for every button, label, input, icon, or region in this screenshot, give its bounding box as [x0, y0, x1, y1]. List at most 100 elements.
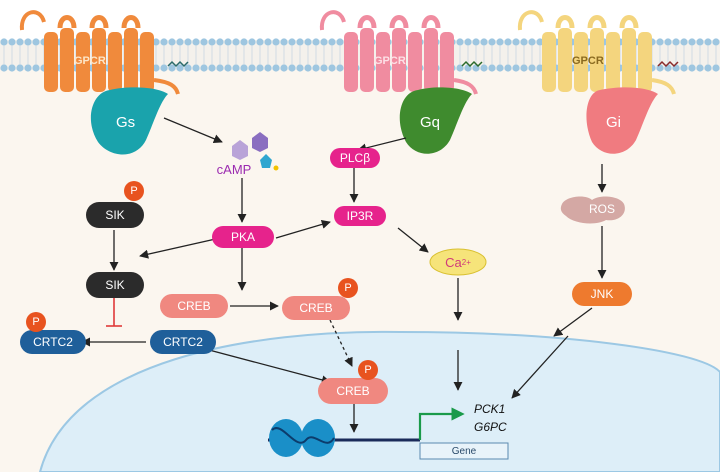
membrane-head — [216, 38, 224, 46]
membrane-head — [456, 38, 464, 46]
membrane-head — [320, 38, 328, 46]
membrane-head — [240, 38, 248, 46]
membrane-head — [328, 38, 336, 46]
membrane-head — [672, 38, 680, 46]
membrane-head — [328, 64, 336, 72]
membrane-head — [32, 64, 40, 72]
membrane-head — [272, 64, 280, 72]
gpcr-receptor-2 — [319, 10, 483, 95]
membrane-head — [504, 38, 512, 46]
membrane-head — [16, 64, 24, 72]
membrane-head — [264, 64, 272, 72]
membrane-head — [304, 64, 312, 72]
membrane-head — [288, 38, 296, 46]
membrane-head — [296, 64, 304, 72]
pathway-arrows — [81, 117, 607, 433]
membrane-head — [312, 38, 320, 46]
ros-label: ROS — [588, 202, 615, 216]
membrane-head — [512, 38, 520, 46]
gpcr-label-2: GPCR — [374, 55, 406, 67]
membrane-head — [528, 64, 536, 72]
calcium-symbol: Ca — [445, 254, 462, 270]
membrane-head — [24, 64, 32, 72]
creb-nucleus-node: CREB — [318, 378, 388, 404]
membrane-head — [288, 64, 296, 72]
gi-protein — [586, 87, 658, 154]
membrane-head — [688, 38, 696, 46]
membrane-head — [248, 64, 256, 72]
membrane-head — [520, 64, 528, 72]
membrane-head — [256, 38, 264, 46]
membrane-head — [224, 38, 232, 46]
gq-protein — [399, 87, 472, 154]
gene-pck1: PCK1 — [474, 402, 506, 416]
membrane-head — [256, 64, 264, 72]
membrane-head — [456, 64, 464, 72]
membrane-head — [184, 38, 192, 46]
membrane-head — [696, 64, 704, 72]
gene-box — [419, 442, 509, 460]
membrane-head — [680, 38, 688, 46]
membrane-head — [704, 38, 712, 46]
crtc2-phospho-node: CRTC2 — [20, 330, 86, 354]
transcription-start-arrow — [418, 407, 465, 440]
membrane-head — [248, 38, 256, 46]
camp-molecule-icon — [232, 132, 279, 171]
gi-label: Gi — [606, 114, 621, 131]
plcb-node: PLCβ — [330, 148, 380, 168]
membrane-head — [0, 64, 8, 72]
membrane-head — [536, 38, 544, 46]
camp-label: cAMP — [216, 161, 252, 177]
membrane-head — [160, 38, 168, 46]
membrane-head — [296, 38, 304, 46]
membrane-head — [696, 38, 704, 46]
membrane-head — [312, 64, 320, 72]
membrane-head — [168, 64, 176, 72]
membrane-head — [664, 38, 672, 46]
membrane-head — [152, 38, 160, 46]
membrane-head — [512, 64, 520, 72]
inhibition-marker — [106, 298, 122, 327]
jnk-node: JNK — [572, 282, 632, 306]
membrane-head — [272, 38, 280, 46]
membrane-head — [280, 64, 288, 72]
membrane-head — [504, 64, 512, 72]
membrane-head — [264, 38, 272, 46]
ros-blob — [560, 196, 625, 224]
membrane-head — [336, 64, 344, 72]
membrane-head — [192, 38, 200, 46]
membrane-head — [336, 38, 344, 46]
phospho-badge-creb-nucleus: P — [358, 360, 378, 380]
membrane-head — [224, 64, 232, 72]
gene-box-label: Gene — [451, 445, 477, 457]
crtc2-node: CRTC2 — [150, 330, 216, 354]
membrane-head — [304, 38, 312, 46]
sik-phospho-node: SIK — [86, 202, 144, 228]
membrane-head — [8, 64, 16, 72]
gpcr-label-1: GPCR — [74, 55, 106, 67]
membrane-head — [520, 38, 528, 46]
phospho-badge-creb: P — [338, 278, 358, 298]
membrane-head — [200, 64, 208, 72]
membrane-head — [16, 38, 24, 46]
membrane-head — [192, 64, 200, 72]
membrane-head — [280, 38, 288, 46]
membrane-head — [216, 64, 224, 72]
ip3r-node: IP3R — [334, 206, 386, 226]
creb-cytoplasm-node: CREB — [160, 294, 228, 318]
membrane-head — [184, 64, 192, 72]
phospho-badge-crtc2: P — [26, 312, 46, 332]
membrane-head — [496, 38, 504, 46]
membrane-head — [24, 38, 32, 46]
membrane-head — [176, 64, 184, 72]
gpcr-receptor-3 — [517, 10, 679, 95]
membrane-head — [680, 64, 688, 72]
phospho-badge-sik: P — [124, 181, 144, 201]
creb-phospho-node: CREB — [282, 296, 350, 320]
membrane-head — [200, 38, 208, 46]
membrane-head — [8, 38, 16, 46]
calcium-charge: 2+ — [461, 257, 471, 267]
